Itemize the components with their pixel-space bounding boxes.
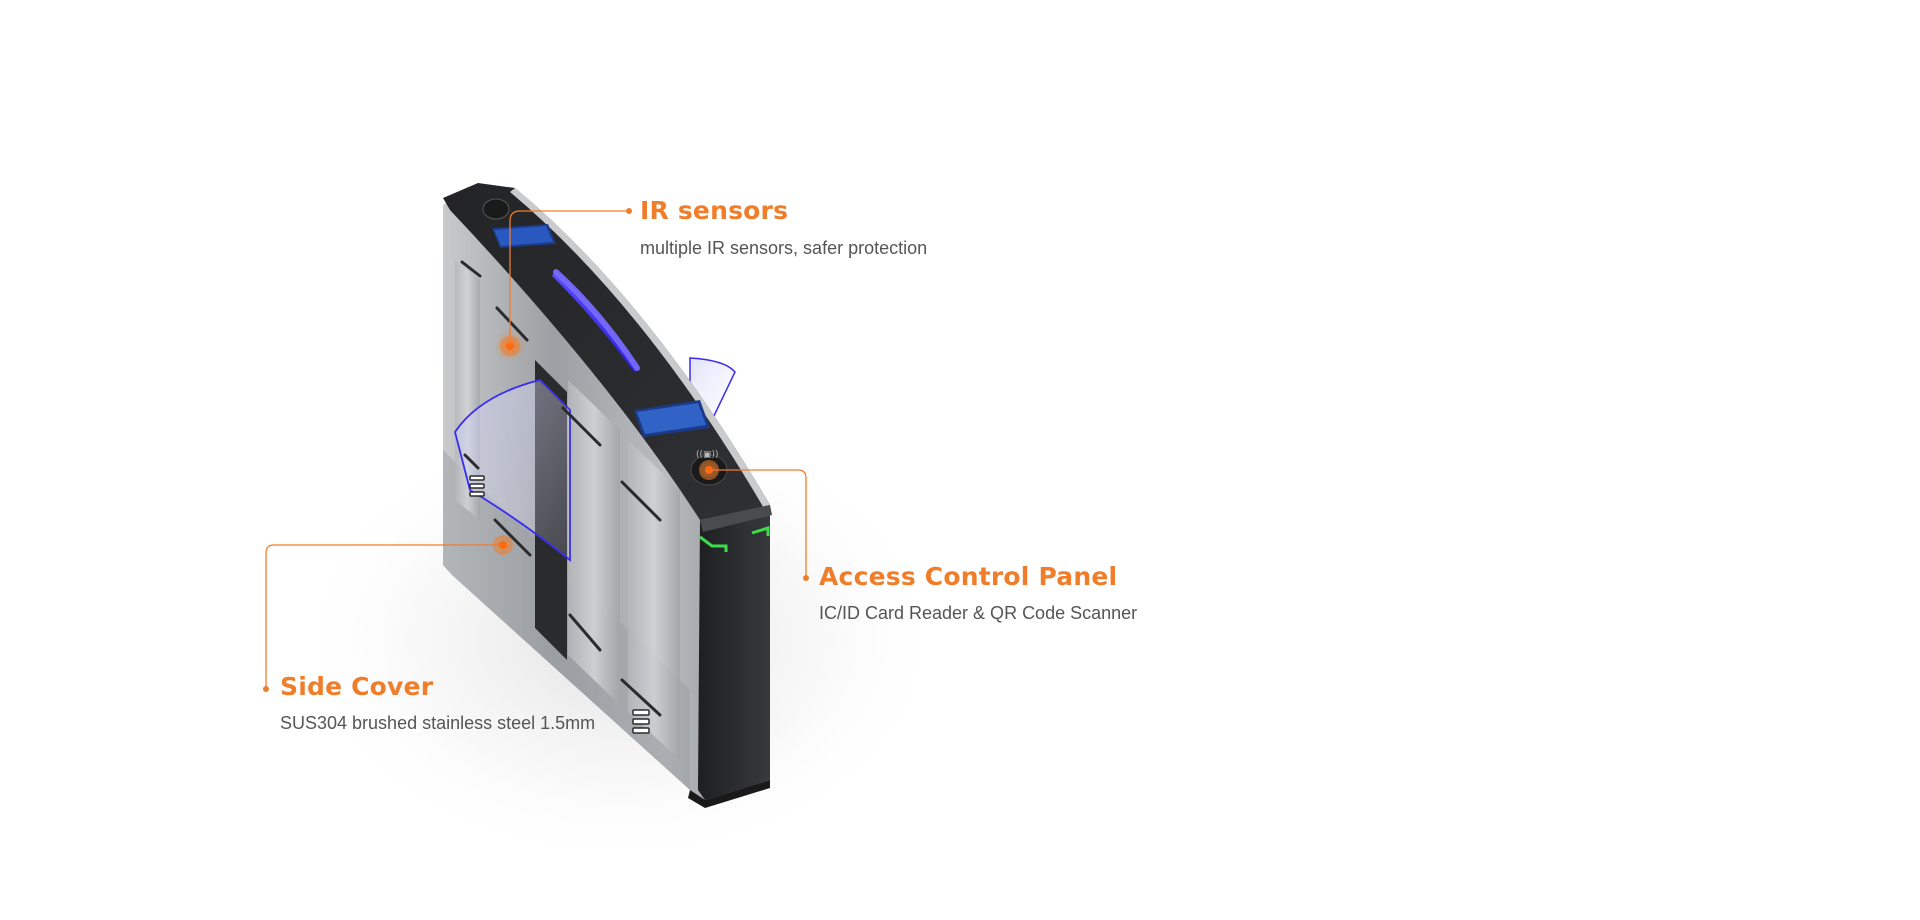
side-cover-leader	[263, 535, 513, 692]
access-control-panel-description: IC/ID Card Reader & QR Code Scanner	[819, 603, 1138, 623]
side-cover-title: Side Cover	[280, 672, 434, 701]
display-screen-top	[492, 224, 556, 248]
svg-text:((▣)): ((▣))	[696, 450, 719, 460]
side-cover-description: SUS304 brushed stainless steel 1.5mm	[280, 713, 596, 733]
green-indicator-lights	[699, 525, 770, 552]
ir-sensors-title: IR sensors	[640, 196, 789, 225]
glass-wing-front	[454, 379, 571, 562]
blue-light-strip	[552, 270, 640, 372]
ir-sensors-description: multiple IR sensors, safer protection	[640, 238, 928, 258]
access-control-panel-title: Access Control Panel	[819, 562, 1118, 591]
vent-slots	[460, 260, 662, 717]
side-grille	[469, 475, 650, 734]
display-screen-main	[634, 400, 710, 437]
end-cap	[698, 505, 770, 800]
card-reader-top	[482, 198, 510, 220]
top-surface	[443, 183, 770, 520]
ir-sensors-leader	[494, 208, 632, 362]
access-control-leader	[699, 460, 809, 581]
